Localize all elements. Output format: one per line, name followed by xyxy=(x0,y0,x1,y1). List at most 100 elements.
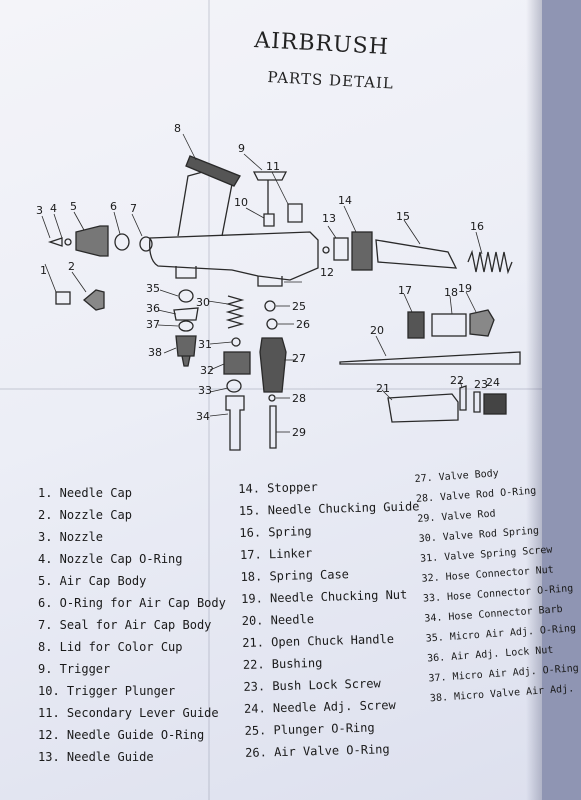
lever-guide-part xyxy=(287,203,303,223)
callout-number: 9 xyxy=(238,142,245,155)
needle-guide-o-ring-part xyxy=(322,246,330,254)
callout-number: 33 xyxy=(198,384,212,397)
micro-valve-air-adj-part xyxy=(175,335,197,367)
callout-number: 28 xyxy=(292,392,306,405)
callout-number: 23 xyxy=(474,378,488,391)
nozzle-cap-part xyxy=(82,289,105,311)
color-cup-lid-part xyxy=(185,155,241,187)
parts-list-item: 19. Needle Chucking Nut xyxy=(240,587,408,606)
parts-list-item: 7. Seal for Air Cap Body xyxy=(38,618,212,632)
parts-list-item: 1. Needle Cap xyxy=(38,486,132,500)
valve-spring-screw-part xyxy=(231,337,241,347)
callout-number: 22 xyxy=(450,374,464,387)
parts-list-item: 3. Nozzle xyxy=(38,530,104,544)
callout-number: 1 xyxy=(40,264,47,277)
callout-number: 36 xyxy=(146,302,160,315)
valve-body-part xyxy=(259,337,287,393)
parts-list-column-1: 1. Needle Cap 2. Nozzle Cap 3. Nozzle 4. No… xyxy=(38,482,226,768)
sheet-edge-shadow xyxy=(526,0,542,800)
bushing-part xyxy=(459,385,467,411)
callout-number: 24 xyxy=(486,376,500,389)
hose-connector-barb-part xyxy=(225,395,245,451)
callout-number: 30 xyxy=(196,296,210,309)
needle-chucking-nut-part xyxy=(469,309,495,337)
callout-number: 8 xyxy=(174,122,181,135)
callout-number: 11 xyxy=(266,160,280,173)
callout-number: 15 xyxy=(396,210,410,223)
needle-part xyxy=(339,351,521,365)
needle-guide-part xyxy=(333,237,349,261)
valve-rod-o-ring-part xyxy=(268,394,276,402)
hose-connector-nut-part xyxy=(223,351,251,375)
callout-number: 13 xyxy=(322,212,336,225)
callout-number: 16 xyxy=(470,220,484,233)
hose-connector-o-ring-part xyxy=(226,379,242,393)
callout-number: 12 xyxy=(320,266,334,279)
callout-number: 21 xyxy=(376,382,390,395)
callout-number: 34 xyxy=(196,410,210,423)
spring-part xyxy=(467,249,513,275)
valve-rod-spring-part xyxy=(225,295,245,329)
parts-list-item: 10. Trigger Plunger xyxy=(38,684,176,698)
callout-number: 6 xyxy=(110,200,117,213)
fold-line-vertical xyxy=(208,0,210,800)
spring-case-part xyxy=(431,313,467,337)
linker-part xyxy=(407,311,425,339)
callout-number: 19 xyxy=(458,282,472,295)
parts-list-item: 13. Needle Guide xyxy=(38,750,154,764)
parts-list-item: 12. Needle Guide O-Ring xyxy=(38,728,205,742)
nozzle-part xyxy=(47,237,63,247)
valve-rod-part xyxy=(269,405,277,449)
airbrush-body xyxy=(149,231,319,281)
callout-number: 14 xyxy=(338,194,352,207)
callout-number: 20 xyxy=(370,324,384,337)
parts-list-item: 11. Secondary Lever Guide xyxy=(38,706,219,720)
trigger-part xyxy=(252,171,288,214)
callout-number: 35 xyxy=(146,282,160,295)
callout-number: 27 xyxy=(292,352,306,365)
air-valve-o-ring-part xyxy=(266,318,278,330)
micro-air-adj-o-ring-2-part xyxy=(178,320,194,332)
air-adj-lock-nut-part xyxy=(173,307,199,321)
nozzle-o-ring-part xyxy=(64,238,72,246)
exploded-parts-diagram: 1234567891011121314151617181920212223242… xyxy=(36,122,521,451)
air-cap-o-ring-part xyxy=(114,233,130,251)
parts-list-item: 9. Trigger xyxy=(38,662,111,676)
callout-number: 32 xyxy=(200,364,214,377)
callout-number: 2 xyxy=(68,260,75,273)
callout-number: 29 xyxy=(292,426,306,439)
open-chuck-handle-part xyxy=(387,393,459,423)
callout-number: 25 xyxy=(292,300,306,313)
bush-lock-screw-part xyxy=(473,391,481,413)
callout-number: 38 xyxy=(148,346,162,359)
plunger-o-ring-part xyxy=(264,300,276,312)
callout-number: 10 xyxy=(234,196,248,209)
callout-number: 31 xyxy=(198,338,212,351)
parts-list-item: 2. Nozzle Cap xyxy=(38,508,132,522)
callout-number: 37 xyxy=(146,318,160,331)
needle-chucking-guide-part xyxy=(375,239,458,269)
parts-list-item: 5. Air Cap Body xyxy=(38,574,147,588)
callout-number: 26 xyxy=(296,318,310,331)
micro-air-adj-o-ring-part xyxy=(178,289,194,303)
parts-list-item: 8. Lid for Color Cup xyxy=(38,640,183,654)
callout-number: 17 xyxy=(398,284,412,297)
callout-number: 4 xyxy=(50,202,57,215)
air-cap-body-part xyxy=(75,225,109,257)
body-lug xyxy=(175,266,197,279)
air-cap-seal-part xyxy=(139,236,153,252)
parts-list-item: 6. O-Ring for Air Cap Body xyxy=(38,596,226,610)
air-valve-stem xyxy=(257,276,283,287)
callout-number: 3 xyxy=(36,204,43,217)
parts-list-item: 4. Nozzle Cap O-Ring xyxy=(38,552,183,566)
needle-adj-screw-part xyxy=(483,393,507,415)
stopper-part xyxy=(351,231,373,271)
needle-cap-part xyxy=(55,291,71,305)
callout-number: 18 xyxy=(444,286,458,299)
trigger-plunger-part xyxy=(263,213,275,227)
callout-number: 7 xyxy=(130,202,137,215)
callout-number: 5 xyxy=(70,200,77,213)
